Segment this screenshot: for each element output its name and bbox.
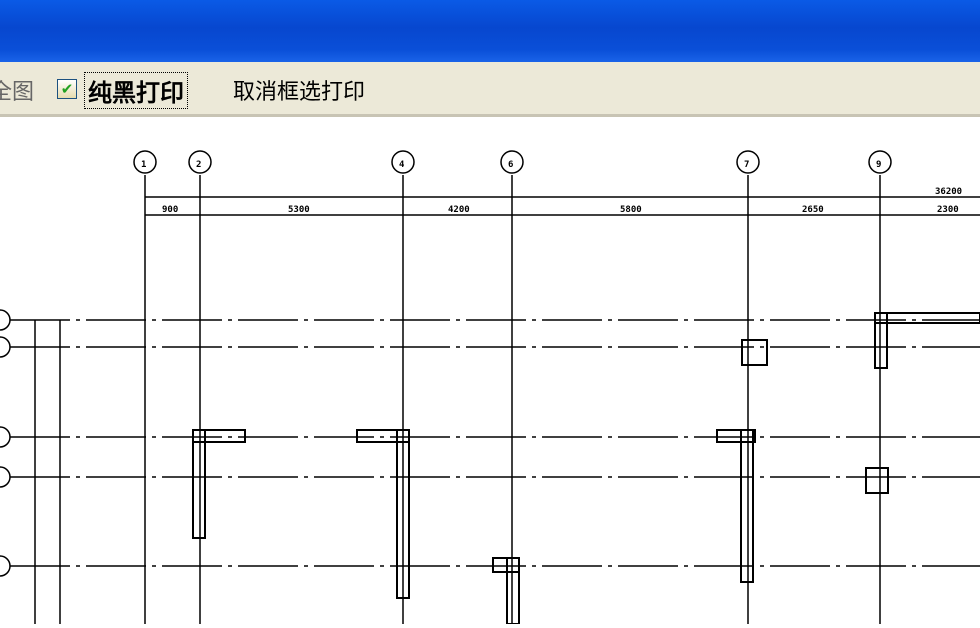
cancel-select-print-button[interactable]: 取消框选打印 xyxy=(233,80,366,105)
axis-label: 4 xyxy=(399,160,405,170)
bay-dimension: 900 xyxy=(162,205,178,215)
wall-columns xyxy=(192,312,980,625)
left-axis-bubbles xyxy=(0,309,11,577)
bay-dimension: 2650 xyxy=(802,205,824,215)
axis-label: 7 xyxy=(744,160,749,170)
title-bar xyxy=(0,0,980,62)
bay-dimension: 2300 xyxy=(937,205,959,215)
pure-black-print-checkbox[interactable]: ✔ xyxy=(57,79,77,99)
axis-label: 9 xyxy=(876,160,881,170)
bay-dimension: 5800 xyxy=(620,205,642,215)
axis-bubbles xyxy=(133,150,892,174)
grid-lines xyxy=(10,175,980,624)
axis-label: 6 xyxy=(508,160,513,170)
bay-dimension: 5300 xyxy=(288,205,310,215)
print-toolbar: 全图 ✔ 纯黑打印 取消框选打印 xyxy=(0,62,980,117)
pure-black-print-label[interactable]: 纯黑打印 xyxy=(84,72,188,109)
drawing-canvas[interactable]: 1 2 4 6 7 9 36200 900 5300 4200 5800 265… xyxy=(0,117,980,625)
bay-dimension: 4200 xyxy=(448,205,470,215)
axis-label: 1 xyxy=(141,160,146,170)
overall-dimension: 36200 xyxy=(935,187,962,197)
axis-label: 2 xyxy=(196,160,201,170)
show-all-button[interactable]: 全图 xyxy=(0,80,35,105)
